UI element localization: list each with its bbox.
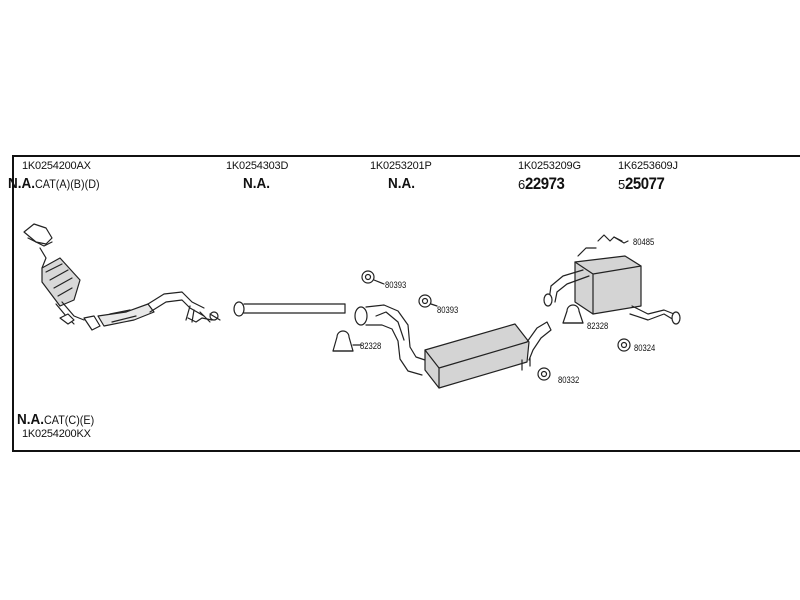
top-border-line: [12, 155, 800, 157]
callout-80393-b: 80393: [437, 305, 459, 315]
middle-silencer-drawing: [424, 321, 552, 389]
part-number-front-pipe: 1K0254303D: [226, 160, 289, 172]
middle-pipe-drawing: [354, 304, 429, 376]
catalytic-converter-drawing: [23, 223, 221, 331]
part-number-cat-c: 1K0254200KX: [22, 428, 91, 440]
label-rear-silencer: 525077: [618, 174, 670, 194]
label-middle-silencer: 622973: [518, 174, 570, 194]
clamp-82328-b-icon: [562, 304, 584, 324]
label-cat-c: N.A.CAT(C)(E): [17, 411, 94, 428]
part-number-cat-a: 1K0254200AX: [22, 160, 91, 172]
label-rear-silencer-prefix: 5: [618, 177, 626, 192]
callout-82328-b: 82328: [587, 321, 609, 331]
part-number-rear-silencer: 1K6253609J: [618, 160, 678, 172]
clamp-82328-a-icon: [332, 330, 362, 352]
label-front-pipe: N.A.: [243, 175, 270, 192]
callout-80393-a: 80393: [385, 280, 407, 290]
label-middle-silencer-prefix: 6: [518, 177, 526, 192]
part-number-middle-pipe: 1K0253201P: [370, 160, 432, 172]
hanger-80324-icon: [617, 338, 631, 352]
callout-80485: 80485: [633, 237, 655, 247]
clip-80485-icon: [597, 234, 629, 244]
label-na: N.A.: [8, 175, 35, 192]
label-middle-pipe: N.A.: [388, 175, 415, 192]
rear-silencer-drawing: [543, 247, 681, 325]
front-pipe-drawing: [233, 301, 346, 317]
callout-80332: 80332: [558, 375, 580, 385]
label-rear-silencer-number: 25077: [625, 174, 665, 193]
left-border-line: [12, 155, 14, 451]
callout-80324: 80324: [634, 343, 656, 353]
label-middle-silencer-number: 22973: [525, 174, 565, 193]
label-cat-c-suffix: CAT(C)(E): [44, 413, 95, 427]
hanger-80393-a-icon: [361, 270, 385, 285]
callout-82328-a: 82328: [360, 341, 382, 351]
hanger-80332-icon: [537, 367, 551, 381]
label-cat-a: N.A.CAT(A)(B)(D): [8, 175, 100, 192]
label-cat-suffix: CAT(A)(B)(D): [35, 177, 100, 191]
label-na-bottom: N.A.: [17, 411, 44, 428]
part-number-middle-silencer: 1K0253209G: [518, 160, 581, 172]
hanger-80393-b-icon: [418, 294, 438, 308]
bottom-border-line: [12, 450, 800, 452]
